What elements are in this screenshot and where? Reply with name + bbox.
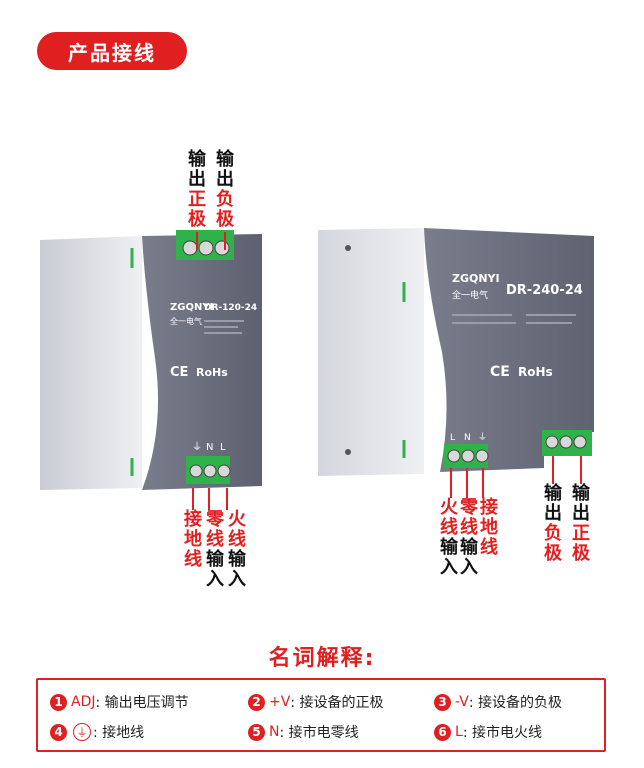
callout-left-pos: 输出正极 <box>188 149 206 230</box>
callout-left-n: 零线输入 <box>206 509 224 590</box>
section-title: 产品接线 <box>37 32 187 70</box>
right-brand: 全一电气 <box>452 289 488 301</box>
left-ce-mark: CE <box>170 365 188 380</box>
ground-icon: ⏚ <box>73 723 91 741</box>
left-rohs-mark: RoHs <box>196 366 228 379</box>
left-logo: ZGQNYI <box>170 302 213 313</box>
glossary-title: 名词解释: <box>268 646 376 671</box>
callout-right-neg: 输出负极 <box>544 483 562 564</box>
right-unit-side <box>318 228 424 476</box>
callout-left-gnd: 接地线 <box>184 509 202 570</box>
left-brand: 全一电气 <box>170 316 202 326</box>
right-terminal-n: N <box>464 433 471 443</box>
glossary-item-neg: 3-V: 接设备的负极 <box>434 692 562 712</box>
right-rohs-mark: RoHs <box>518 365 553 379</box>
callout-right-n: 零线输入 <box>460 497 478 578</box>
right-terminal-l: L <box>450 433 455 443</box>
left-model: DR-120-24 <box>204 303 257 313</box>
left-terminal-n: N <box>206 442 213 453</box>
right-terminal-gnd: ⏚ <box>478 432 487 443</box>
right-ce-mark: CE <box>490 364 510 380</box>
right-unit-front-panel <box>424 228 594 472</box>
left-terminal-l: L <box>220 442 226 453</box>
callout-left-l: 火线输入 <box>228 509 246 590</box>
power-supply-right: ZGQNYI 全一电气 DR-240-24 CE RoHs L N ⏚ <box>318 228 594 476</box>
right-logo: ZGQNYI <box>452 272 500 285</box>
power-supply-left: ZGQNYI 全一电气 DR-120-24 CE RoHs ⏚ N L <box>40 230 262 490</box>
left-unit-side <box>40 236 142 490</box>
left-terminal-gnd: ⏚ <box>192 441 202 453</box>
right-model: DR-240-24 <box>506 283 583 298</box>
glossary-item-gnd: 4⏚: 接地线 <box>50 722 144 742</box>
glossary-item-pos: 2+V: 接设备的正极 <box>248 692 383 712</box>
callout-right-l: 火线输入 <box>440 497 458 578</box>
callout-left-neg: 输出负极 <box>216 149 234 230</box>
left-unit-front-panel <box>142 234 262 490</box>
callout-right-gnd: 接地线 <box>480 497 498 558</box>
callout-right-pos: 输出正极 <box>572 483 590 564</box>
